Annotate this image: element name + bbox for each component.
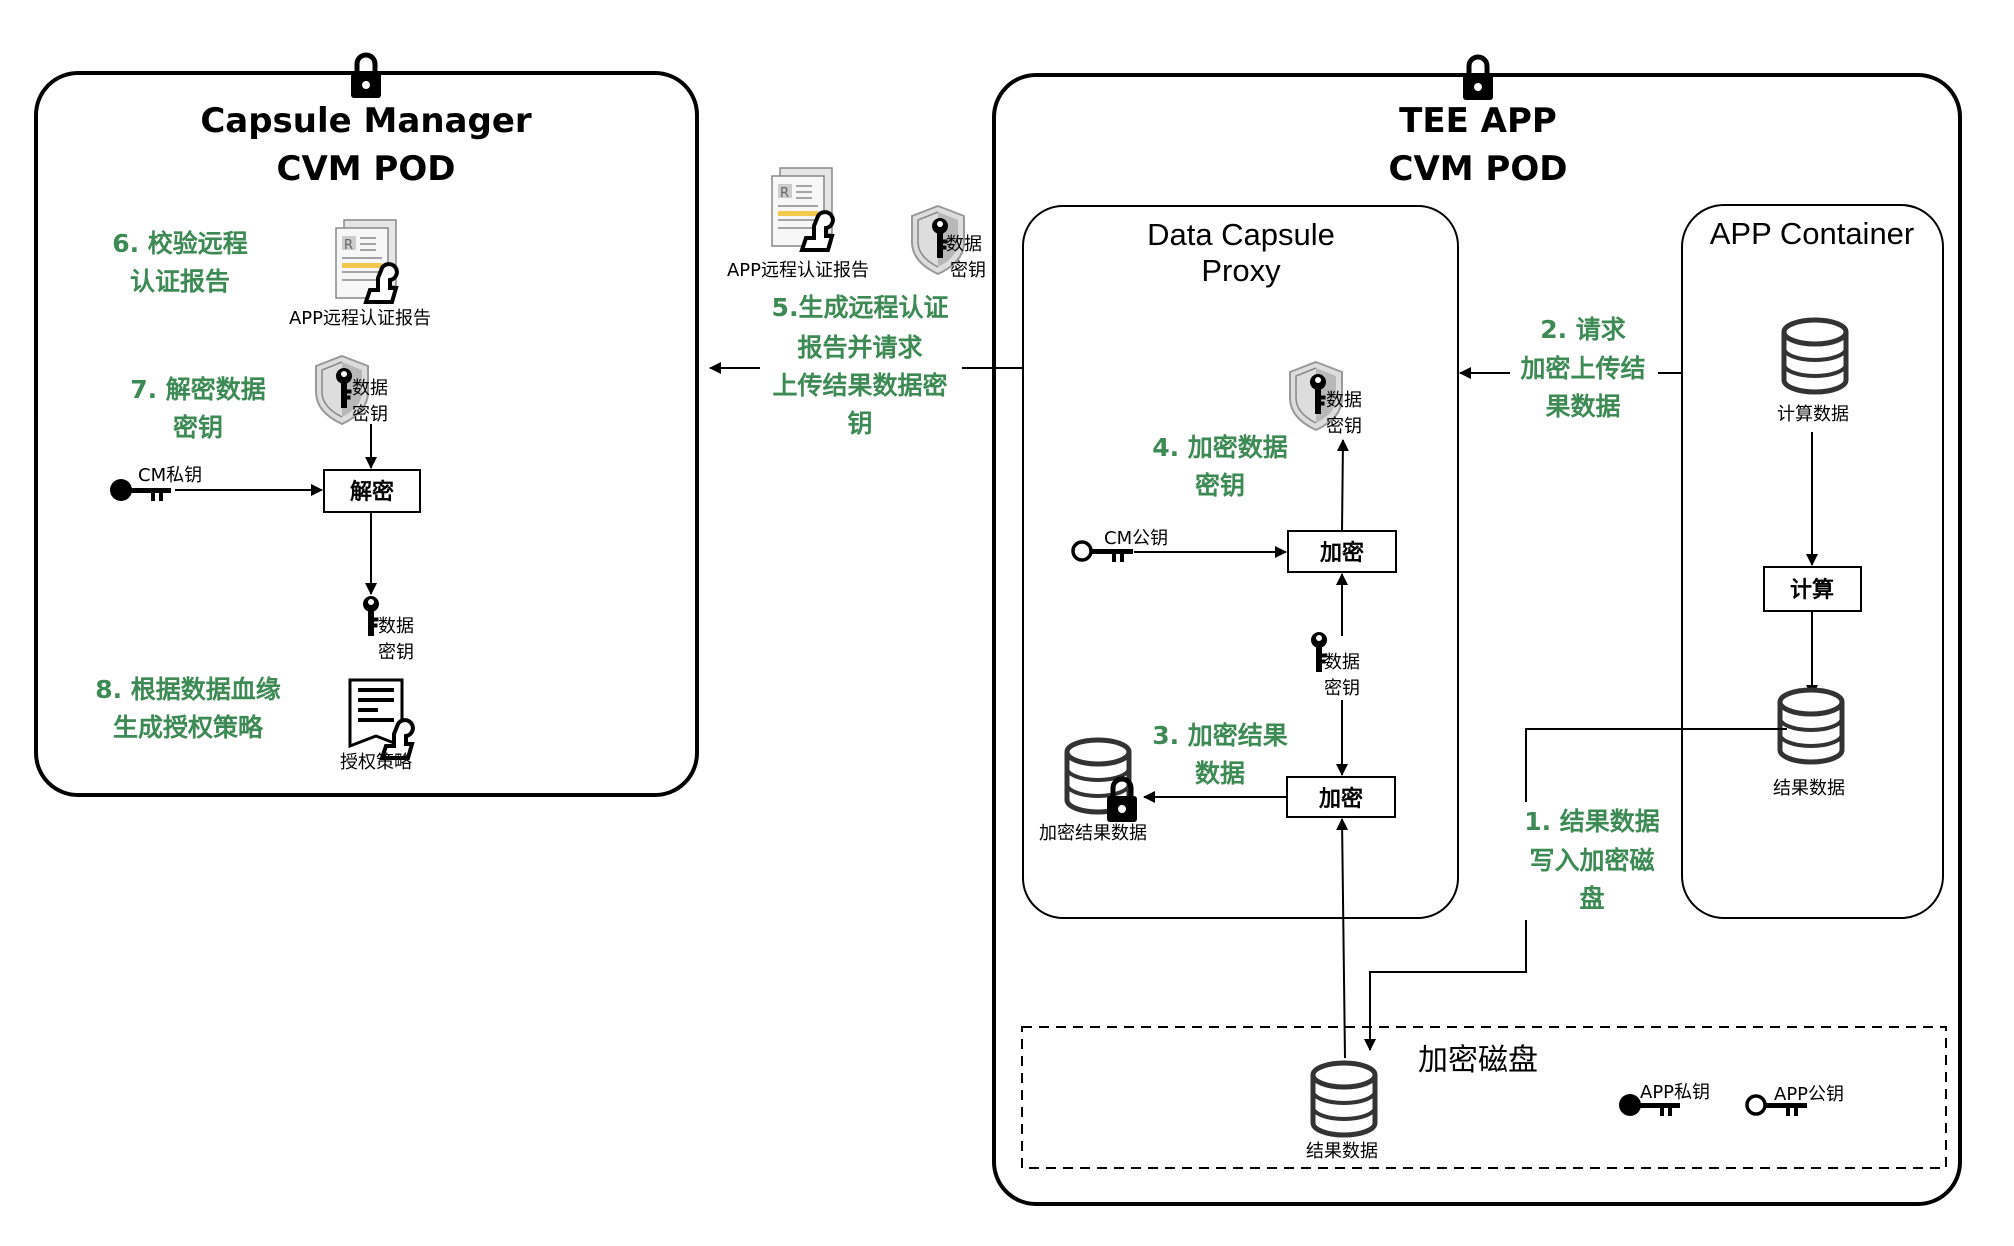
encrypted-disk: 加密磁盘 结果数据 APP私钥 APP公钥 bbox=[1021, 1026, 1947, 1169]
encrypted-disk-border bbox=[1021, 1026, 1947, 1169]
step5-line4: 钥 bbox=[847, 409, 872, 438]
dcp-shield-key-label-1: 数据 bbox=[1326, 390, 1362, 411]
attestation-report-icon bbox=[334, 218, 399, 304]
step5-transfer: APP远程认证报告 数据 密钥 5.生成远程认证 报告并请求 上传结果数据密 钥 bbox=[709, 166, 1023, 438]
step8-line1: 8. 根据数据血缘 bbox=[95, 675, 281, 704]
disk-result-label: 结果数据 bbox=[1306, 1141, 1378, 1162]
data-capsule-proxy: Data Capsule Proxy 数据 密钥 4. 加密数据 密钥 CM公钥… bbox=[1022, 205, 1459, 919]
dcp-mid-key-label-2: 密钥 bbox=[1324, 678, 1360, 699]
path1-upper bbox=[1525, 728, 1787, 802]
step7-line2: 密钥 bbox=[173, 413, 223, 442]
compute-box-label: 计算 bbox=[1790, 577, 1834, 603]
arrow-disk-to-encrypt2 bbox=[1336, 818, 1349, 1059]
step2-line1: 2. 请求 bbox=[1540, 315, 1626, 344]
data-key-icon bbox=[362, 595, 380, 637]
lock-icon bbox=[351, 55, 381, 98]
compute-box bbox=[1763, 566, 1862, 612]
encrypt-box-1 bbox=[1287, 530, 1397, 573]
middle-report-icon bbox=[770, 166, 835, 252]
encrypted-disk-title: 加密磁盘 bbox=[1418, 1043, 1538, 1078]
decrypt-box bbox=[323, 469, 421, 513]
encrypt-box-1-label: 加密 bbox=[1319, 540, 1364, 566]
cm-out-key-label-1: 数据 bbox=[378, 616, 414, 637]
encrypt-box-2-label: 加密 bbox=[1318, 786, 1363, 812]
cm-data-key-label-2: 密钥 bbox=[352, 404, 388, 425]
result-db-icon bbox=[1780, 690, 1842, 762]
encrypt-box-2 bbox=[1286, 776, 1396, 818]
app-container: APP Container 计算数据 计算 结果数据 bbox=[1681, 204, 1944, 919]
capsule-manager-pod: Capsule Manager CVM POD 6. 校验远程 认证报告 APP… bbox=[34, 55, 699, 797]
app-public-key-label: APP公钥 bbox=[1774, 1084, 1844, 1105]
capsule-manager-subtitle: CVM POD bbox=[277, 149, 456, 189]
compute-data-label: 计算数据 bbox=[1777, 404, 1849, 425]
step4-line1: 4. 加密数据 bbox=[1152, 433, 1288, 462]
policy-label: 授权策略 bbox=[340, 752, 412, 773]
cm-public-key-label: CM公钥 bbox=[1104, 528, 1168, 549]
step6-line1: 6. 校验远程 bbox=[112, 229, 248, 258]
tee-app-subtitle: CVM POD bbox=[1389, 149, 1568, 189]
db-lock-icon bbox=[1107, 779, 1137, 822]
tee-app-title: TEE APP bbox=[1399, 101, 1557, 141]
cm-private-key-label: CM私钥 bbox=[138, 465, 202, 486]
middle-data-key-label-2: 密钥 bbox=[950, 260, 986, 281]
step3-line2: 数据 bbox=[1195, 759, 1245, 788]
cm-report-label: APP远程认证报告 bbox=[289, 308, 431, 329]
step2-line3: 果数据 bbox=[1545, 392, 1620, 421]
dcp-mid-key-label-1: 数据 bbox=[1324, 652, 1360, 673]
policy-icon bbox=[348, 678, 415, 760]
dcp-title-line2: Proxy bbox=[1201, 253, 1281, 288]
encrypted-result-label: 加密结果数据 bbox=[1039, 823, 1147, 844]
decrypt-box-label: 解密 bbox=[350, 479, 394, 505]
middle-report-label: APP远程认证报告 bbox=[727, 260, 869, 281]
step5-line2: 报告并请求 bbox=[797, 333, 922, 362]
step1-line1: 1. 结果数据 bbox=[1524, 807, 1660, 836]
cm-out-key-label-2: 密钥 bbox=[378, 642, 414, 663]
compute-db-icon bbox=[1784, 320, 1846, 392]
tee-app-pod: TEE APP CVM POD Data Capsule Proxy 数据 密钥… bbox=[992, 57, 1962, 1206]
dcp-shield-key-label-2: 密钥 bbox=[1326, 416, 1362, 437]
step2-line2: 加密上传结 bbox=[1519, 354, 1645, 383]
step5-line3: 上传结果数据密 bbox=[772, 371, 947, 400]
step1-line3: 盘 bbox=[1579, 884, 1604, 913]
dcp-title-line1: Data Capsule bbox=[1147, 217, 1335, 252]
app-container-border bbox=[1681, 204, 1944, 919]
step7-line1: 7. 解密数据 bbox=[130, 375, 266, 404]
lock-icon bbox=[1463, 57, 1493, 100]
step6-line2: 认证报告 bbox=[130, 267, 230, 296]
disk-result-db-icon bbox=[1313, 1063, 1375, 1135]
step3-line1: 3. 加密结果 bbox=[1152, 721, 1288, 750]
dcp-border bbox=[1022, 205, 1459, 919]
app-private-key-label: APP私钥 bbox=[1640, 1082, 1710, 1103]
capsule-manager-title: Capsule Manager bbox=[200, 101, 532, 141]
step1-line2: 写入加密磁 bbox=[1529, 846, 1654, 875]
step8-line2: 生成授权策略 bbox=[113, 713, 264, 742]
cm-data-key-label-1: 数据 bbox=[352, 378, 388, 399]
middle-data-key-label-1: 数据 bbox=[946, 234, 982, 255]
result-data-label: 结果数据 bbox=[1773, 778, 1845, 799]
app-container-title: APP Container bbox=[1710, 216, 1915, 251]
step5-line1: 5.生成远程认证 bbox=[772, 293, 949, 322]
path1-lower bbox=[1364, 920, 1527, 1051]
step4-line2: 密钥 bbox=[1195, 471, 1245, 500]
arrow-encrypt-to-shieldkey bbox=[1336, 439, 1349, 532]
